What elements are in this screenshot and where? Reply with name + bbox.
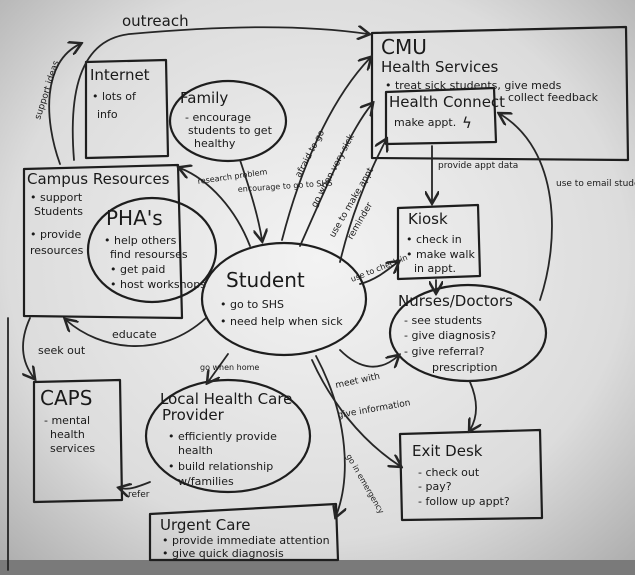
family-item-2: students to get [188,124,273,137]
kiosk-title: Kiosk [408,210,448,228]
label-refer: refer [128,490,150,500]
local-hc-item-2: health [178,444,213,457]
caps-title: CAPS [40,386,92,410]
student-item-1: • go to SHS [220,298,284,311]
label-seek-out: seek out [38,344,86,357]
arrow-go-when-very-sick [299,104,372,247]
arrow-afraid-to-go [281,58,370,241]
arrow-use-to-make-appt [339,140,386,263]
local-hc-subtitle: Provider [162,406,225,424]
label-collect-feedback: collect feedback [508,91,599,104]
arrow-refer [120,481,151,489]
nurses-doctors-node: Nurses/Doctors - see students - give dia… [388,283,548,383]
local-hc-item-3: • build relationship [168,460,273,473]
urgent-care-item-1: • provide immediate attention [162,534,330,547]
nurses-item-3: - give referral? [404,345,485,358]
health-connect-item-2: ϟ [462,114,472,132]
caps-item-1: - mental [44,414,90,427]
arrow-nurses-exit [470,381,476,430]
local-hc-title: Local Health Care [160,390,292,408]
internet-item-1: • lots of [92,90,137,103]
urgent-care-title: Urgent Care [160,516,251,534]
local-hc-item-1: • efficiently provide [168,430,277,443]
arrow-meet-with [339,349,398,367]
family-item-3: healthy [194,137,236,150]
urgent-care-item-2: • give quick diagnosis [162,547,284,560]
family-title: Family [180,89,228,107]
family-node: Family - encourage students to get healt… [168,79,288,163]
arrow-encourage-shs [239,159,262,240]
nurses-item-2: - give diagnosis? [404,329,496,342]
arrow-use-to-check-in [359,262,398,285]
campus-resources-item-4: resources [30,244,84,257]
arrow-seek-out [23,317,34,378]
arrow-educate [66,317,207,347]
student-title: Student [226,268,305,292]
arrow-go-when-home [208,353,229,382]
label-outreach: outreach [122,12,189,30]
kiosk-item-1: • check in [406,233,462,246]
cmu-item-1: • treat sick students, give meds [385,79,562,92]
label-go-when-home: go when home [200,363,259,372]
phas-item-4: • host workshops [110,278,206,291]
nurses-item-1: - see students [404,314,482,327]
campus-resources-title: Campus Resources [27,170,170,188]
arrow-outreach [71,27,368,161]
exit-desk-item-1: - check out [418,466,480,479]
cmu-subtitle: Health Services [381,58,498,76]
exit-desk-item-2: - pay? [418,480,452,493]
family-item-1: - encourage [185,111,251,124]
arrow-go-in-emergency [315,355,345,516]
cmu-health-services-node: CMU Health Services • treat sick student… [370,25,630,162]
internet-item-2: info [97,108,118,121]
connectors [7,27,553,571]
arrow-support-ideas [48,44,80,165]
health-connect-title: Health Connect [389,93,505,111]
health-connect-node: Health Connect make appt. ϟ [384,86,505,146]
exit-desk-node: Exit Desk - check out - pay? - follow up… [398,428,544,522]
phas-item-2: find resourses [110,248,188,261]
arrow-use-to-email [500,114,553,301]
internet-node: Internet • lots of info [84,58,170,160]
phas-item-1: • help others [104,234,177,247]
local-hc-item-4: w/families [178,475,234,488]
kiosk-item-2: • make walk [406,248,475,261]
label-educate: educate [112,328,157,341]
caps-node: CAPS - mental health services [32,378,124,504]
exit-desk-title: Exit Desk [412,442,483,460]
phas-item-3: • get paid [110,263,165,276]
kiosk-item-3: in appt. [414,262,456,275]
arrow-research-problem [180,168,251,247]
caps-item-2: health [50,428,85,441]
urgent-care-node: Urgent Care • provide immediate attentio… [148,502,340,562]
local-health-care-node: Local Health Care Provider • efficiently… [144,378,312,494]
arrow-give-information [311,359,400,466]
campus-resources-item-1: • support [30,191,83,204]
nurses-title: Nurses/Doctors [398,292,513,310]
health-connect-item-1: make appt. [394,116,456,129]
whiteboard-bottom-edge [0,560,635,575]
label-use-to-email: use to email students [556,179,635,189]
cmu-title: CMU [381,35,427,59]
kiosk-node: Kiosk • check in • make walk in appt. [396,203,482,281]
internet-title: Internet [90,66,150,84]
phas-title: PHA's [106,206,163,230]
label-provide-appt-data: provide appt data [438,161,518,171]
campus-resources-item-3: • provide [30,228,82,241]
nurses-item-4: prescription [432,361,497,374]
campus-resources-item-2: Students [34,205,83,218]
phas-node: PHA's • help others find resourses • get… [86,196,218,304]
campus-resources-node: Campus Resources • support Students • pr… [22,163,184,320]
exit-desk-item-3: - follow up appt? [418,495,510,508]
student-item-2: • need help when sick [220,315,343,328]
caps-item-3: services [50,442,95,455]
student-node: Student • go to SHS • need help when sic… [200,241,368,357]
